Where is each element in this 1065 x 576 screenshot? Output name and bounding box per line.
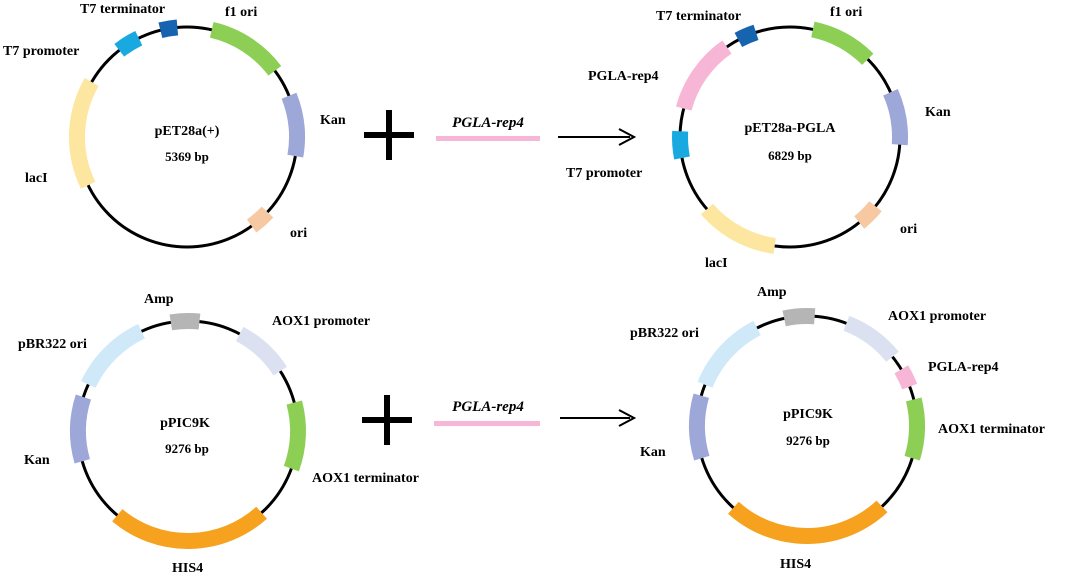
insert-label: PGLA-rep4 bbox=[452, 115, 524, 131]
insert-bar bbox=[434, 421, 540, 426]
plasmid-size: 6829 bp bbox=[768, 148, 812, 163]
feature-f1-ori bbox=[209, 22, 282, 76]
feature-amp bbox=[782, 308, 816, 327]
feature-aox1-promoter bbox=[235, 326, 287, 376]
feature-t7-terminator bbox=[158, 19, 179, 39]
feature-ori bbox=[854, 201, 882, 229]
feature-pgla bbox=[676, 40, 732, 111]
feature-kan bbox=[281, 92, 305, 158]
label-t7-terminator: T7 terminator bbox=[656, 9, 741, 24]
feature-t7-promoter bbox=[672, 130, 690, 160]
label-amp: Amp bbox=[144, 292, 174, 307]
label-pbr322: pBR322 ori bbox=[18, 337, 87, 352]
plasmid-pet28a: pET28a(+) 5369 bp T7 terminator f1 ori T… bbox=[3, 2, 346, 249]
label-f1-ori: f1 ori bbox=[225, 5, 257, 20]
insert-bar bbox=[436, 136, 540, 141]
label-laci: lacI bbox=[25, 171, 48, 186]
feature-aox1-terminator bbox=[904, 397, 925, 461]
feature-f1-ori bbox=[810, 21, 874, 66]
plasmid-name: pET28a(+) bbox=[155, 124, 220, 139]
plasmid-name: pPIC9K bbox=[783, 407, 833, 422]
plasmid-name: pET28a-PGLA bbox=[744, 121, 836, 136]
label-pbr322: pBR322 ori bbox=[630, 326, 699, 341]
label-kan: Kan bbox=[24, 453, 50, 468]
label-aox1-terminator: AOX1 terminator bbox=[312, 471, 419, 486]
feature-amp bbox=[169, 313, 201, 331]
plasmid-ppic9k-pgla: pPIC9K 9276 bp Amp pBR322 ori AOX1 promo… bbox=[630, 285, 1045, 572]
label-pgla: PGLA-rep4 bbox=[928, 360, 999, 375]
plus-sign bbox=[362, 395, 412, 445]
feature-t7-terminator bbox=[734, 24, 759, 48]
feature-ori bbox=[246, 206, 274, 233]
label-aox1-terminator: AOX1 terminator bbox=[938, 422, 1045, 437]
label-kan: Kan bbox=[925, 105, 951, 120]
label-ori: ori bbox=[290, 226, 307, 241]
label-kan: Kan bbox=[640, 445, 666, 460]
label-aox1-promoter: AOX1 promoter bbox=[272, 314, 370, 329]
feature-aox1-terminator bbox=[283, 400, 306, 472]
plasmid-size: 9276 bp bbox=[165, 441, 209, 456]
insert-pgla-rep4: PGLA-rep4 bbox=[436, 115, 540, 141]
plasmid-size: 9276 bp bbox=[786, 433, 830, 448]
insert-pgla-rep4: PGLA-rep4 bbox=[434, 399, 540, 426]
feature-kan bbox=[689, 393, 710, 461]
feature-kan bbox=[70, 394, 92, 464]
plasmid-ppic9k: pPIC9K 9276 bp Amp AOX1 promoter pBR322 … bbox=[18, 292, 419, 576]
feature-laci bbox=[69, 78, 99, 189]
label-his4: HIS4 bbox=[780, 557, 811, 572]
label-laci: lacI bbox=[705, 256, 728, 271]
feature-t7-promoter bbox=[114, 30, 143, 57]
plasmid-pet28a-pgla: pET28a-PGLA 6829 bp T7 terminator f1 ori… bbox=[566, 5, 951, 271]
label-pgla: PGLA-rep4 bbox=[588, 69, 659, 84]
feature-pbr322 bbox=[81, 324, 146, 389]
plasmid-name: pPIC9K bbox=[160, 416, 210, 431]
feature-kan bbox=[883, 89, 908, 146]
feature-pbr322 bbox=[697, 320, 761, 388]
label-t7-promoter: T7 promoter bbox=[566, 166, 642, 181]
insert-label: PGLA-rep4 bbox=[452, 399, 524, 415]
label-ori: ori bbox=[900, 222, 917, 237]
label-amp: Amp bbox=[757, 285, 787, 300]
label-t7-terminator: T7 terminator bbox=[80, 2, 165, 17]
label-f1-ori: f1 ori bbox=[830, 5, 862, 20]
label-kan: Kan bbox=[320, 113, 346, 128]
feature-laci bbox=[700, 203, 777, 254]
feature-pgla bbox=[894, 365, 918, 390]
arrow-right bbox=[560, 409, 637, 427]
feature-aox1-promoter bbox=[843, 315, 899, 362]
arrow-right bbox=[558, 128, 637, 146]
feature-his4 bbox=[728, 500, 888, 544]
label-aox1-promoter: AOX1 promoter bbox=[888, 309, 986, 324]
feature-his4 bbox=[112, 506, 267, 549]
label-his4: HIS4 bbox=[172, 561, 203, 576]
plasmid-size: 5369 bp bbox=[165, 149, 209, 164]
label-t7-promoter: T7 promoter bbox=[3, 44, 79, 59]
plus-sign bbox=[364, 110, 414, 160]
